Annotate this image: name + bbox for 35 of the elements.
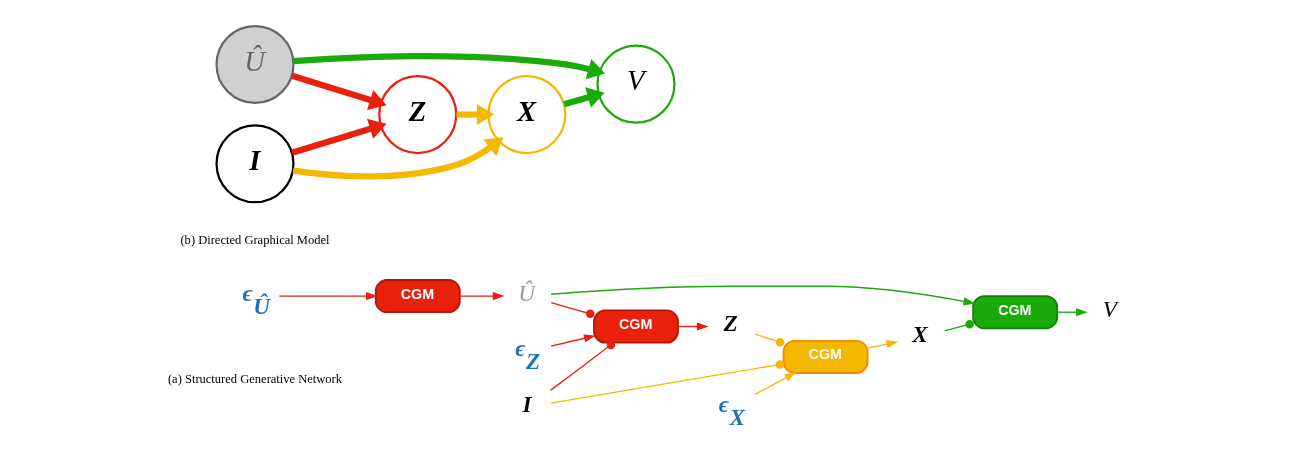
node-box: CGM: [592, 309, 679, 344]
arrow: [278, 292, 378, 301]
label: (b) Directed Graphical Model: [179, 232, 330, 247]
arrow: [562, 87, 605, 108]
node-text: Z: [723, 310, 738, 337]
arrow: [549, 334, 596, 347]
connector: [549, 360, 784, 404]
node-circle: Z: [377, 74, 457, 155]
arrow: [866, 340, 898, 349]
connector: [943, 319, 974, 332]
label: (a) Structured Generative Network: [167, 371, 342, 386]
node-box: CGM: [374, 279, 461, 314]
arrow: [549, 285, 975, 306]
node-circle: X: [486, 74, 566, 155]
connector: [549, 302, 594, 319]
arrow: [458, 292, 504, 301]
arrow: [290, 72, 387, 111]
arrow: [677, 322, 709, 331]
node-circle: Û: [214, 24, 295, 105]
arrow: [290, 118, 387, 156]
node-circle: I: [214, 124, 295, 204]
arrow: [753, 372, 796, 396]
node-box: CGM: [971, 295, 1058, 330]
node-text: Û: [517, 279, 535, 306]
node-text: X: [911, 320, 928, 347]
arrow: [292, 137, 503, 180]
connector: [549, 340, 615, 391]
node-box: CGM: [782, 339, 868, 374]
arrow: [1056, 308, 1088, 317]
connector: [753, 333, 784, 347]
arrow: [292, 53, 605, 80]
node-text: I: [521, 390, 531, 417]
node-text: V: [1102, 295, 1117, 322]
node-circle: V: [595, 44, 676, 124]
arrow: [456, 104, 494, 126]
